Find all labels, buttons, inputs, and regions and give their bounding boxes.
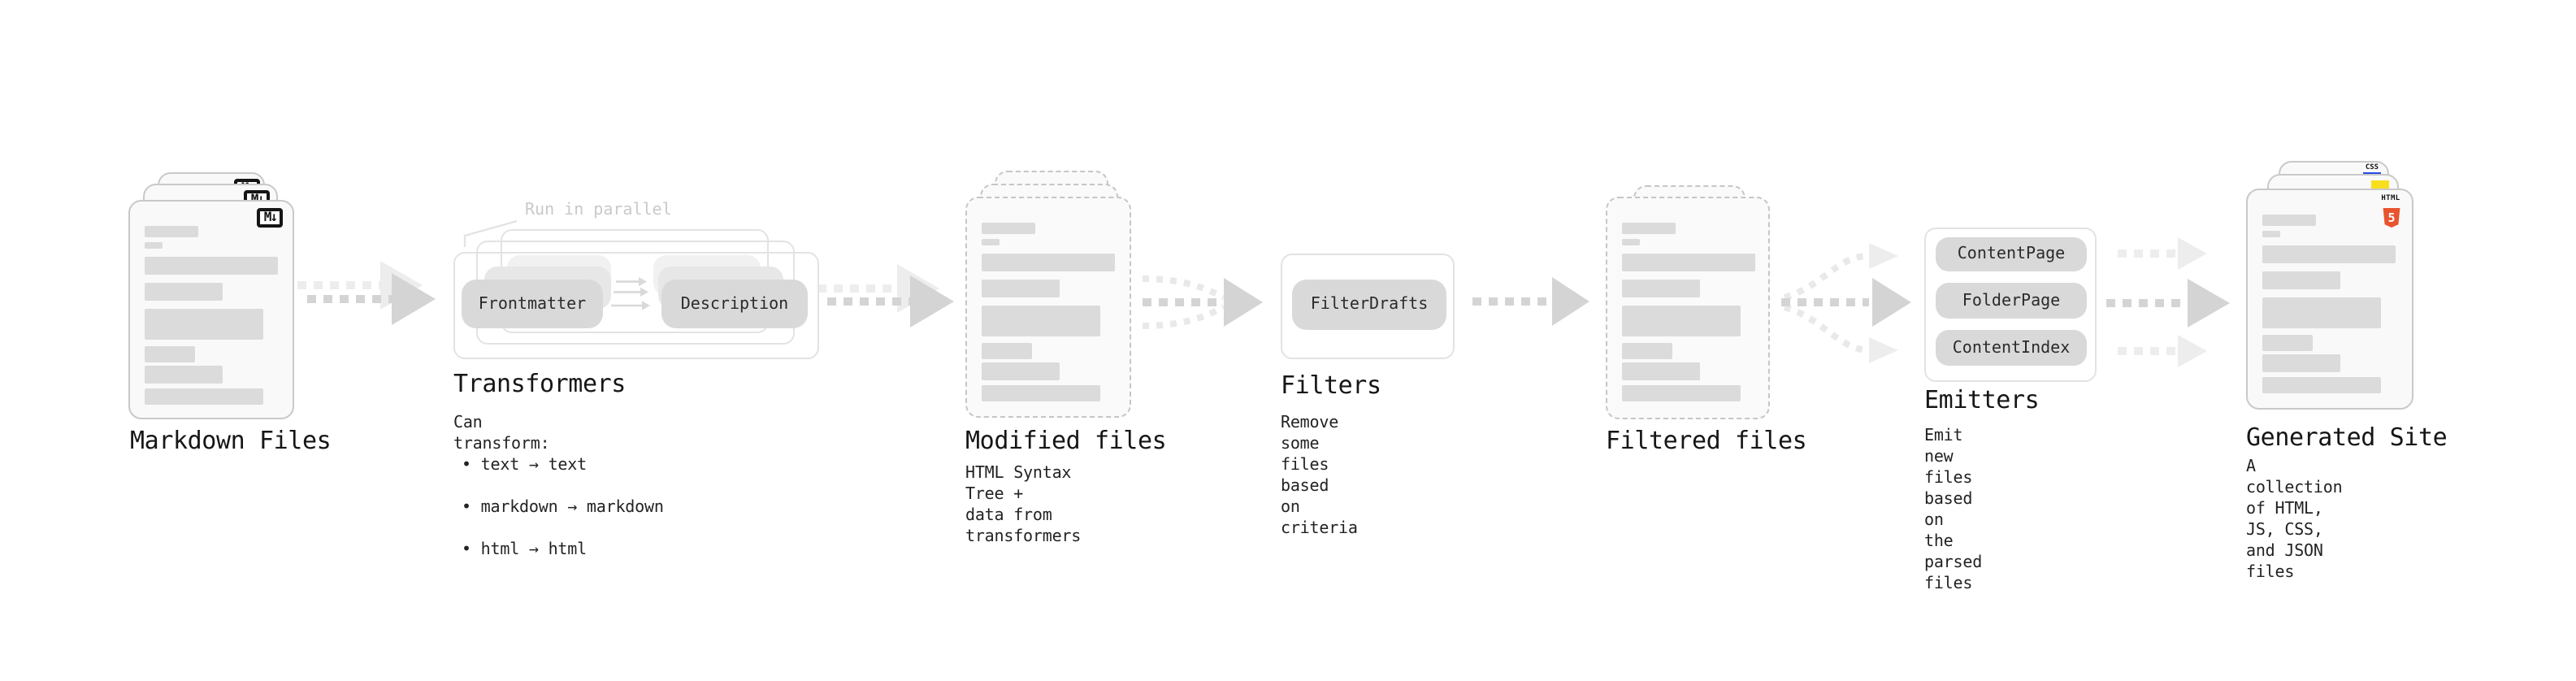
markdown-doc-front: M↓ <box>128 200 294 419</box>
modified-files-desc: HTML Syntax Tree + data from transformer… <box>965 465 1082 546</box>
markdown-icon: M↓ <box>257 208 283 228</box>
arrow-filters-to-filtered <box>1472 277 1589 326</box>
filter-pill-filterdrafts: FilterDrafts <box>1292 280 1446 330</box>
stage-label-emitters: Emitters <box>1924 385 2040 414</box>
transformer-pill-frontmatter: Frontmatter <box>462 280 603 328</box>
arrow-filtered-to-emitters <box>1781 243 1911 363</box>
stage-label-markdown-files: Markdown Files <box>130 426 332 455</box>
stage-label-generated-site: Generated Site <box>2246 423 2448 452</box>
mini-arrows-frontmatter-to-description <box>611 277 650 310</box>
arrow-emitters-to-generated <box>2106 237 2230 367</box>
arrow-transformers-to-modified <box>817 264 954 327</box>
arrow-modified-to-filters <box>1142 275 1263 329</box>
html5-shield: 5 <box>2382 208 2400 228</box>
svg-text:5: 5 <box>2387 210 2394 225</box>
transformers-bullet-list: • text → text • markdown → markdown • ht… <box>462 434 664 582</box>
stage-label-modified-files: Modified files <box>965 426 1167 455</box>
stage-label-filtered-files: Filtered files <box>1606 426 1807 455</box>
stage-label-transformers: Transformers <box>453 369 626 398</box>
generated-doc-front: HTML 5 <box>2246 189 2413 410</box>
emitters-desc: Emit new files based on the parsed files <box>1924 427 1983 593</box>
run-in-parallel-leader-line <box>463 219 518 247</box>
transformers-bullet: • markdown → markdown <box>462 499 664 517</box>
transformers-desc-title: Can transform: <box>453 414 550 453</box>
emitter-pill-folderpage: FolderPage <box>1936 283 2087 319</box>
filtered-doc-front <box>1606 197 1770 419</box>
html5-icon: HTML 5 <box>2381 195 2400 234</box>
modified-doc-front <box>965 197 1131 418</box>
js-icon <box>2371 180 2389 190</box>
emitter-pill-contentpage: ContentPage <box>1936 237 2087 271</box>
filters-desc: Remove some files based on criteria <box>1281 414 1358 538</box>
transformers-bullet: • html → html <box>462 541 587 559</box>
transformer-pill-description: Description <box>661 280 808 328</box>
transformers-bullet: • text → text <box>462 457 587 475</box>
generated-site-desc: A collection of HTML, JS, CSS, and JSON … <box>2246 458 2343 582</box>
run-in-parallel-annotation: Run in parallel <box>525 202 672 219</box>
stage-label-filters: Filters <box>1281 371 1381 400</box>
filters-box <box>1281 254 1455 359</box>
emitters-box <box>1924 228 2097 382</box>
arrow-markdown-to-transformers <box>297 261 436 325</box>
emitter-pill-contentindex: ContentIndex <box>1936 330 2087 366</box>
transformer-box-front <box>453 252 819 359</box>
